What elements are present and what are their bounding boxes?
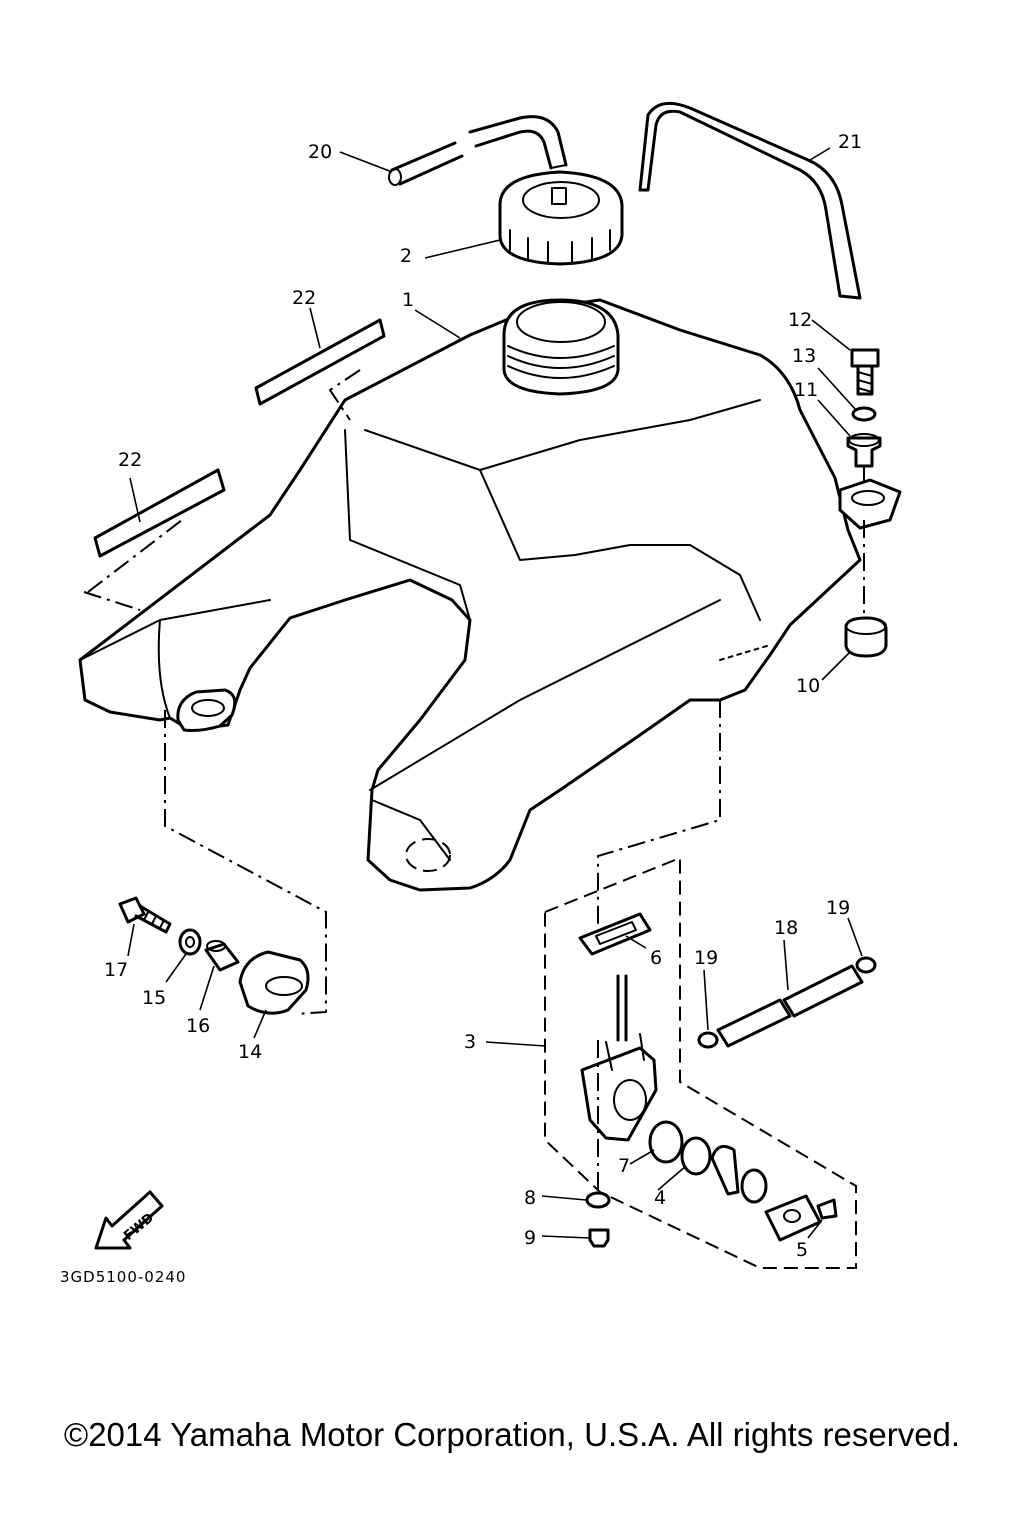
callout-10: 10 <box>796 675 820 697</box>
callout-8: 8 <box>524 1187 536 1209</box>
bolt-17-part <box>118 896 172 934</box>
pad-lower-axis <box>83 519 183 611</box>
callout-21: 21 <box>838 131 862 153</box>
lever-part <box>710 1144 822 1242</box>
pad-upper-axis <box>328 369 361 421</box>
fuel-cap-part <box>498 170 624 266</box>
pad-lower-part <box>93 468 226 558</box>
grommet-10-part <box>844 616 888 658</box>
copyright-notice: ©2014 Yamaha Motor Corporation, U.S.A. A… <box>63 1416 961 1453</box>
callout-17: 17 <box>104 959 128 981</box>
leader-lines <box>127 147 863 1239</box>
callout-3: 3 <box>464 1031 476 1053</box>
washer-8-part <box>585 1191 611 1209</box>
drain-screw-9-part <box>588 1228 610 1248</box>
fuel-cock-assembly-outline <box>544 856 857 1269</box>
pad-upper-part <box>254 318 386 406</box>
callout-13: 13 <box>792 345 816 367</box>
gasket-6-part <box>578 912 652 956</box>
callout-19-left: 19 <box>694 947 718 969</box>
clip-19-part <box>697 956 877 1049</box>
tank-band-part <box>638 101 862 300</box>
callout-18: 18 <box>774 917 798 939</box>
callout-12: 12 <box>788 309 812 331</box>
fwd-arrow-icon: FWD <box>94 1190 164 1250</box>
callout-15: 15 <box>142 987 166 1009</box>
washer-15-part <box>178 928 202 956</box>
fuel-hose-18-part <box>716 964 864 1048</box>
fuel-outlet-axis <box>597 700 721 928</box>
callout-19-right: 19 <box>826 897 850 919</box>
vent-hose-part <box>388 115 568 186</box>
callout-11: 11 <box>794 379 818 401</box>
callout-1: 1 <box>402 289 414 311</box>
oring-4-part <box>680 1136 712 1176</box>
drawing-code: 3GD5100-0240 <box>60 1268 186 1286</box>
callout-labels: 20 21 2 22 1 22 12 13 11 10 17 15 16 14 … <box>104 131 862 1261</box>
collar-16-part <box>204 940 240 972</box>
bolt-12-part <box>850 348 880 396</box>
grommet-14-part <box>238 950 310 1015</box>
collar-11-part <box>846 433 882 468</box>
fuel-cock-body-part <box>580 974 658 1142</box>
fuel-tank-part <box>78 298 902 892</box>
screw-5-part <box>816 1198 838 1220</box>
callout-14: 14 <box>238 1041 262 1063</box>
callout-2: 2 <box>400 245 412 267</box>
mount-axis-left <box>164 710 327 1015</box>
callout-5: 5 <box>796 1239 808 1261</box>
callout-22-lower: 22 <box>118 449 142 471</box>
callout-16: 16 <box>186 1015 210 1037</box>
callout-22-upper: 22 <box>292 287 316 309</box>
callout-9: 9 <box>524 1227 536 1249</box>
callout-6: 6 <box>650 947 662 969</box>
diaphragm-7-part <box>648 1120 684 1164</box>
washer-13-part <box>851 406 877 422</box>
callout-20: 20 <box>308 141 332 163</box>
callout-7: 7 <box>618 1155 630 1177</box>
callout-4: 4 <box>654 1187 666 1209</box>
